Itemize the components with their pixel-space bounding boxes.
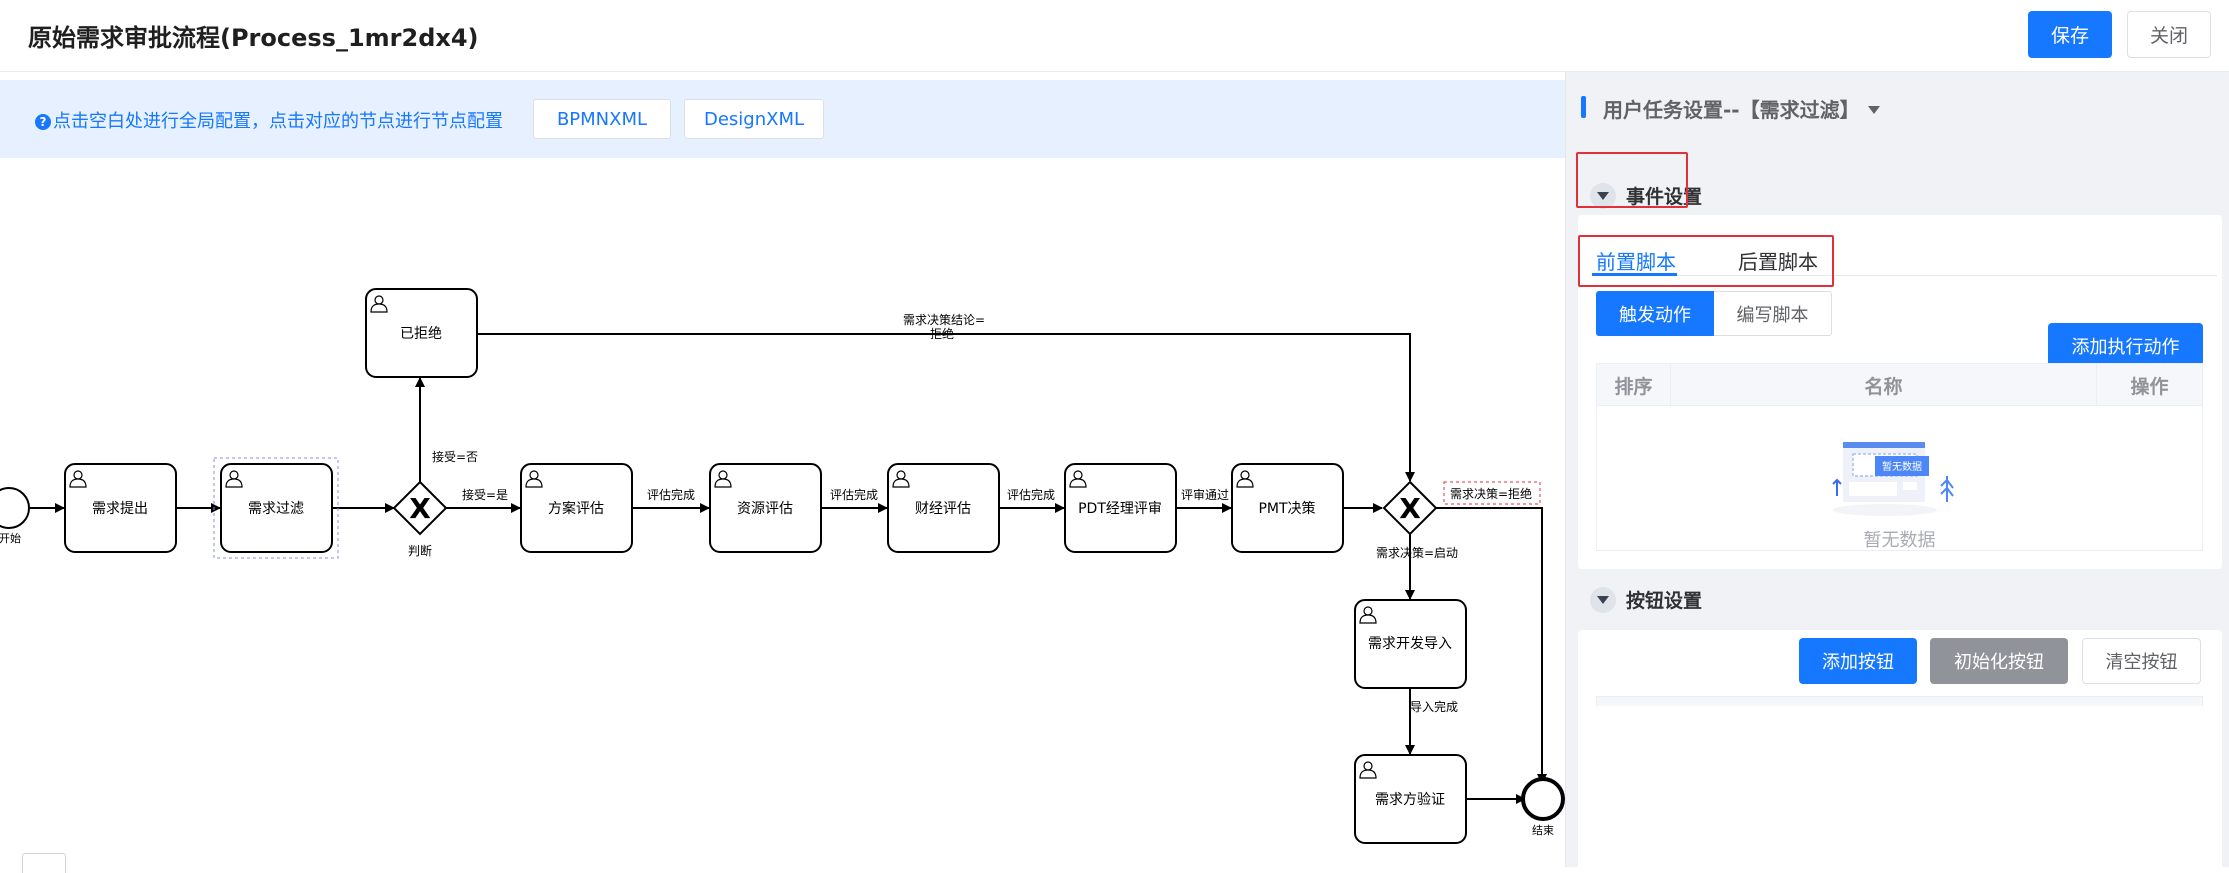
- task-pdt[interactable]: PDT经理评审: [1064, 463, 1177, 553]
- table-header: 排序 名称 操作: [1597, 364, 2202, 406]
- tab-pre-script[interactable]: 前置脚本: [1596, 250, 1676, 274]
- empty-text: 暂无数据: [1863, 530, 1936, 551]
- page-title: 原始需求审批流程(Process_1mr2dx4): [28, 24, 479, 52]
- bpmn-xml-button[interactable]: BPMNXML: [533, 99, 671, 139]
- task-submit[interactable]: 需求提出: [64, 463, 177, 553]
- task-label: 需求过滤: [248, 501, 304, 517]
- column-header-actions: 操作: [2130, 375, 2169, 398]
- init-button-button[interactable]: 初始化按钮: [1930, 638, 2068, 684]
- highlight-frame: [1578, 235, 1834, 287]
- event-section-header[interactable]: 事件设置: [1590, 182, 1702, 209]
- task-label: 资源评估: [737, 501, 793, 517]
- caret-down-icon: [1867, 106, 1880, 114]
- tab-post-script[interactable]: 后置脚本: [1738, 250, 1818, 274]
- button-section-header[interactable]: 按钮设置: [1590, 586, 1702, 613]
- process-diagram[interactable]: 开始 结束 X 判断 X 需求提出 需求过滤 已拒绝: [0, 80, 1565, 867]
- task-label: PDT经理评审: [1078, 501, 1162, 517]
- add-action-button[interactable]: 添加执行动作: [2048, 323, 2203, 369]
- task-solution[interactable]: 方案评估: [520, 463, 633, 553]
- task-filter[interactable]: 需求过滤: [220, 463, 333, 553]
- flow-label: 评估完成: [830, 487, 878, 502]
- task-finance[interactable]: 财经评估: [887, 463, 1000, 553]
- title-accent-bar: [1581, 96, 1586, 118]
- gateway-judge[interactable]: X: [392, 480, 448, 536]
- properties-panel: 用户任务设置--【需求过滤】 事件设置 前置脚本 后置脚本 触发动作 编写脚本 …: [1565, 72, 2229, 870]
- tab-active-indicator: [1592, 273, 1677, 276]
- design-xml-button[interactable]: DesignXML: [684, 99, 824, 139]
- empty-data-illustration: 暂无数据: [1832, 442, 1954, 516]
- end-event[interactable]: [1521, 777, 1565, 821]
- bpmn-canvas[interactable]: ?点击空白处进行全局配置，点击对应的节点进行节点配置 BPMNXML Desig…: [0, 80, 1565, 873]
- tip-text: ?点击空白处进行全局配置，点击对应的节点进行节点配置: [35, 107, 503, 133]
- task-verify[interactable]: 需求方验证: [1354, 754, 1467, 844]
- tip-bar: ?点击空白处进行全局配置，点击对应的节点进行节点配置 BPMNXML Desig…: [0, 80, 1565, 158]
- start-event-label: 开始: [0, 531, 21, 545]
- flow-label: 需求决策结论=: [903, 313, 985, 327]
- button-section-title: 按钮设置: [1626, 590, 1703, 612]
- gateway-judge-label: 判断: [408, 543, 432, 558]
- task-dev-import[interactable]: 需求开发导入: [1354, 599, 1467, 689]
- panel-title[interactable]: 用户任务设置--【需求过滤】: [1603, 94, 1880, 123]
- flow-label: 需求决策=启动: [1376, 546, 1458, 560]
- task-rejected[interactable]: 已拒绝: [365, 288, 478, 378]
- flow-label: 评估完成: [1007, 487, 1055, 502]
- canvas-corner-control[interactable]: [22, 853, 66, 873]
- task-label: PMT决策: [1258, 500, 1315, 517]
- task-label: 已拒绝: [400, 326, 442, 342]
- end-event-label: 结束: [1532, 824, 1554, 837]
- empty-badge: 暂无数据: [1882, 460, 1922, 473]
- flow-label: 需求决策=拒绝: [1450, 486, 1532, 501]
- question-circle-icon: ?: [35, 114, 51, 130]
- column-header-order: 排序: [1597, 364, 1671, 406]
- task-label: 需求方验证: [1375, 792, 1445, 808]
- gateway-x-icon: X: [1399, 492, 1421, 525]
- flow-label: 接受=否: [432, 449, 478, 464]
- task-resource[interactable]: 资源评估: [709, 463, 822, 553]
- gateway-x-icon: X: [409, 492, 431, 525]
- flow-label: 拒绝: [930, 326, 954, 341]
- panel-title-text: 用户任务设置--【需求过滤】: [1603, 98, 1860, 122]
- event-section-title: 事件设置: [1626, 186, 1703, 208]
- collapse-triangle-icon: [1590, 182, 1616, 209]
- tab-divider: [1592, 275, 2217, 276]
- column-header-name: 名称: [1671, 364, 2097, 406]
- label-highlight: [1443, 481, 1541, 505]
- header: 原始需求审批流程(Process_1mr2dx4) 保存 关闭: [0, 0, 2229, 72]
- segment-trigger-action[interactable]: 触发动作: [1596, 291, 1714, 336]
- flow-label: 接受=是: [462, 487, 508, 502]
- task-label: 方案评估: [548, 500, 604, 517]
- gateway-decision[interactable]: X: [1382, 480, 1438, 536]
- task-pmt[interactable]: PMT决策: [1231, 463, 1344, 553]
- task-label: 财经评估: [915, 501, 971, 517]
- sequence-flows: [30, 333, 1547, 804]
- task-label: 需求提出: [92, 501, 148, 517]
- selection-box: [213, 457, 339, 559]
- start-event[interactable]: [0, 487, 30, 529]
- flow-label: 导入完成: [1410, 699, 1458, 714]
- task-label: 需求开发导入: [1368, 636, 1452, 652]
- segment-write-script[interactable]: 编写脚本: [1714, 291, 1832, 336]
- add-button-button[interactable]: 添加按钮: [1799, 638, 1917, 684]
- clear-button-button[interactable]: 清空按钮: [2082, 638, 2201, 684]
- flow-label: 评估完成: [647, 487, 695, 502]
- action-table: 排序 名称 操作 暂无数据 暂无数据: [1596, 363, 2203, 551]
- collapse-triangle-icon: [1590, 586, 1616, 613]
- tip-label: 点击空白处进行全局配置，点击对应的节点进行节点配置: [53, 111, 503, 132]
- flow-label: 评审通过: [1181, 487, 1229, 502]
- close-button[interactable]: 关闭: [2127, 11, 2211, 58]
- highlight-frame: [1576, 152, 1688, 208]
- button-table-header: [1596, 696, 2203, 706]
- save-button[interactable]: 保存: [2028, 11, 2112, 58]
